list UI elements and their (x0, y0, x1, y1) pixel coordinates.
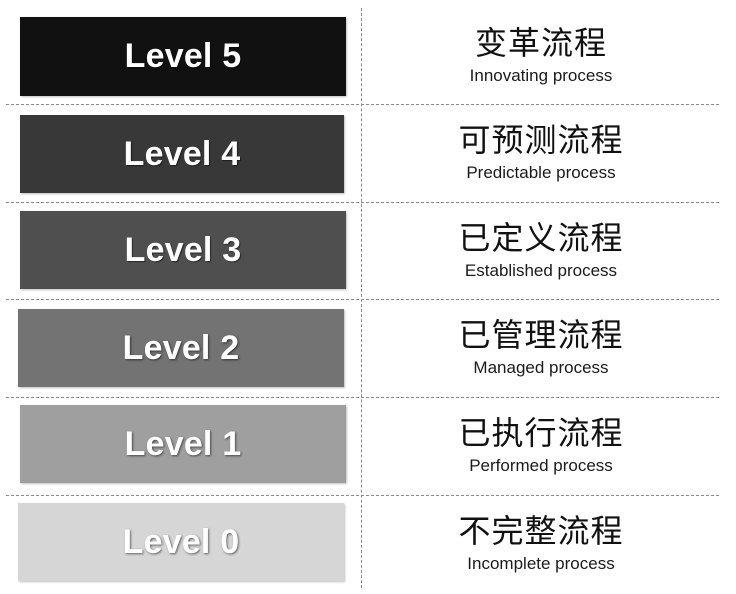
row-divider (6, 397, 719, 398)
level-en-name: Incomplete process (467, 554, 615, 573)
column-divider (361, 8, 362, 588)
level-label: Level 3 (124, 230, 242, 269)
level-en-name: Innovating process (469, 66, 613, 85)
row-divider (6, 495, 719, 496)
row-divider (6, 299, 719, 300)
level-en-name: Established process (464, 261, 618, 280)
level-label: Level 0 (122, 522, 240, 561)
level-description: 已执行流程 Performed process (362, 414, 720, 477)
level-label: Level 5 (124, 37, 242, 75)
level-description: 已管理流程 Managed process (362, 316, 720, 379)
level-description: 变革流程 Innovating process (362, 24, 720, 87)
level-zh-name: 已定义流程 (458, 219, 624, 257)
level-label: Level 1 (124, 424, 242, 463)
row-divider (6, 202, 719, 203)
level-zh-name: 已执行流程 (458, 414, 624, 452)
level-description: 可预测流程 Predictable process (362, 121, 720, 184)
level-box: Level 1 (20, 405, 346, 483)
level-zh-name: 不完整流程 (458, 512, 624, 550)
level-description: 已定义流程 Established process (362, 219, 720, 282)
level-zh-name: 已管理流程 (458, 316, 624, 354)
level-zh-name: 变革流程 (474, 24, 607, 62)
level-box: Level 2 (18, 309, 344, 387)
level-label: Level 4 (123, 134, 241, 173)
row-divider (6, 104, 719, 105)
level-box: Level 5 (20, 17, 346, 96)
level-box: Level 4 (20, 115, 344, 193)
level-box: Level 0 (18, 503, 344, 581)
level-description: 不完整流程 Incomplete process (362, 512, 720, 575)
level-label: Level 2 (122, 328, 240, 367)
level-zh-name: 可预测流程 (458, 121, 624, 159)
level-box: Level 3 (20, 211, 346, 289)
level-en-name: Predictable process (466, 163, 616, 182)
level-en-name: Performed process (469, 456, 613, 475)
level-en-name: Managed process (473, 358, 609, 377)
